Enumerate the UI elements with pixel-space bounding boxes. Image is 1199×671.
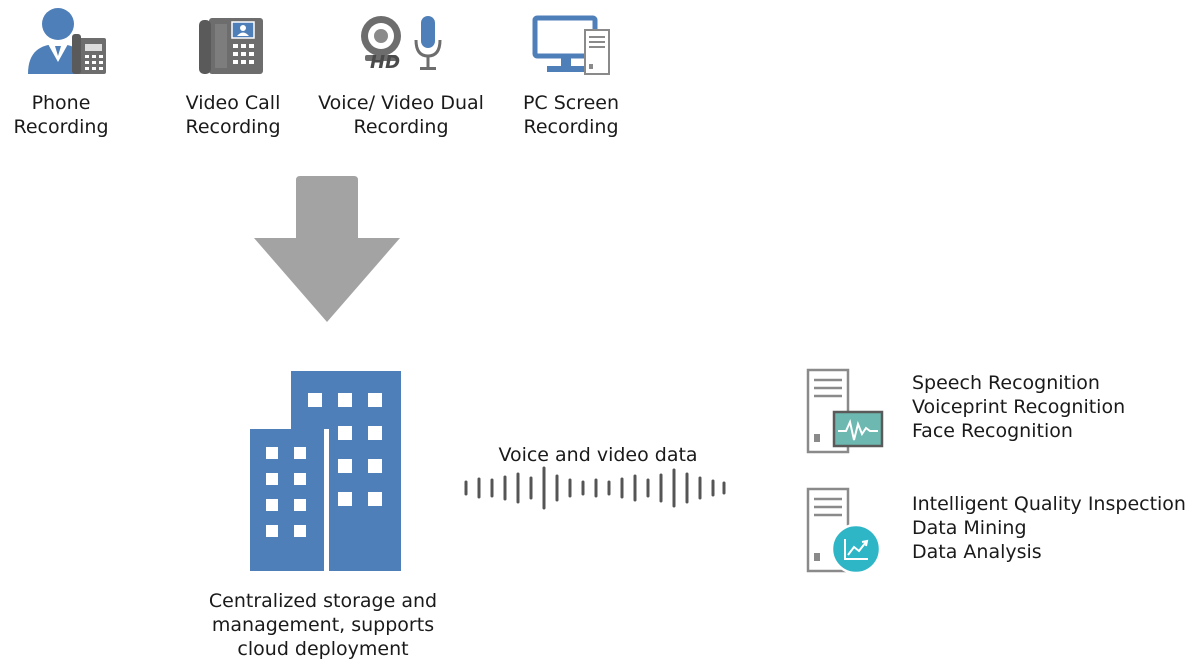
feature-face-recognition: Face Recognition xyxy=(912,420,1073,442)
hd-badge: HD xyxy=(370,52,401,73)
server-2-features: Intelligent Quality Inspection Data Mini… xyxy=(912,492,1186,564)
buildings-icon xyxy=(250,371,401,571)
feature-data-mining: Data Mining xyxy=(912,517,1027,539)
phone-user-icon xyxy=(28,8,106,74)
desk-phone-icon xyxy=(199,18,263,74)
soundwave-icon xyxy=(464,466,726,510)
down-arrow-icon xyxy=(254,176,400,322)
webcam-mic-icon xyxy=(361,16,442,70)
server-1-features: Speech Recognition Voiceprint Recognitio… xyxy=(912,371,1125,443)
pc-screen-icon xyxy=(532,15,610,75)
stream-label: Voice and video data xyxy=(498,444,698,466)
feature-data-analysis: Data Analysis xyxy=(912,541,1042,563)
feature-voiceprint-recognition: Voiceprint Recognition xyxy=(912,396,1126,418)
server-waveform-icon xyxy=(806,368,884,454)
feature-quality-inspection: Intelligent Quality Inspection xyxy=(912,493,1186,515)
server-chart-icon xyxy=(806,487,882,575)
feature-speech-recognition: Speech Recognition xyxy=(912,372,1100,394)
